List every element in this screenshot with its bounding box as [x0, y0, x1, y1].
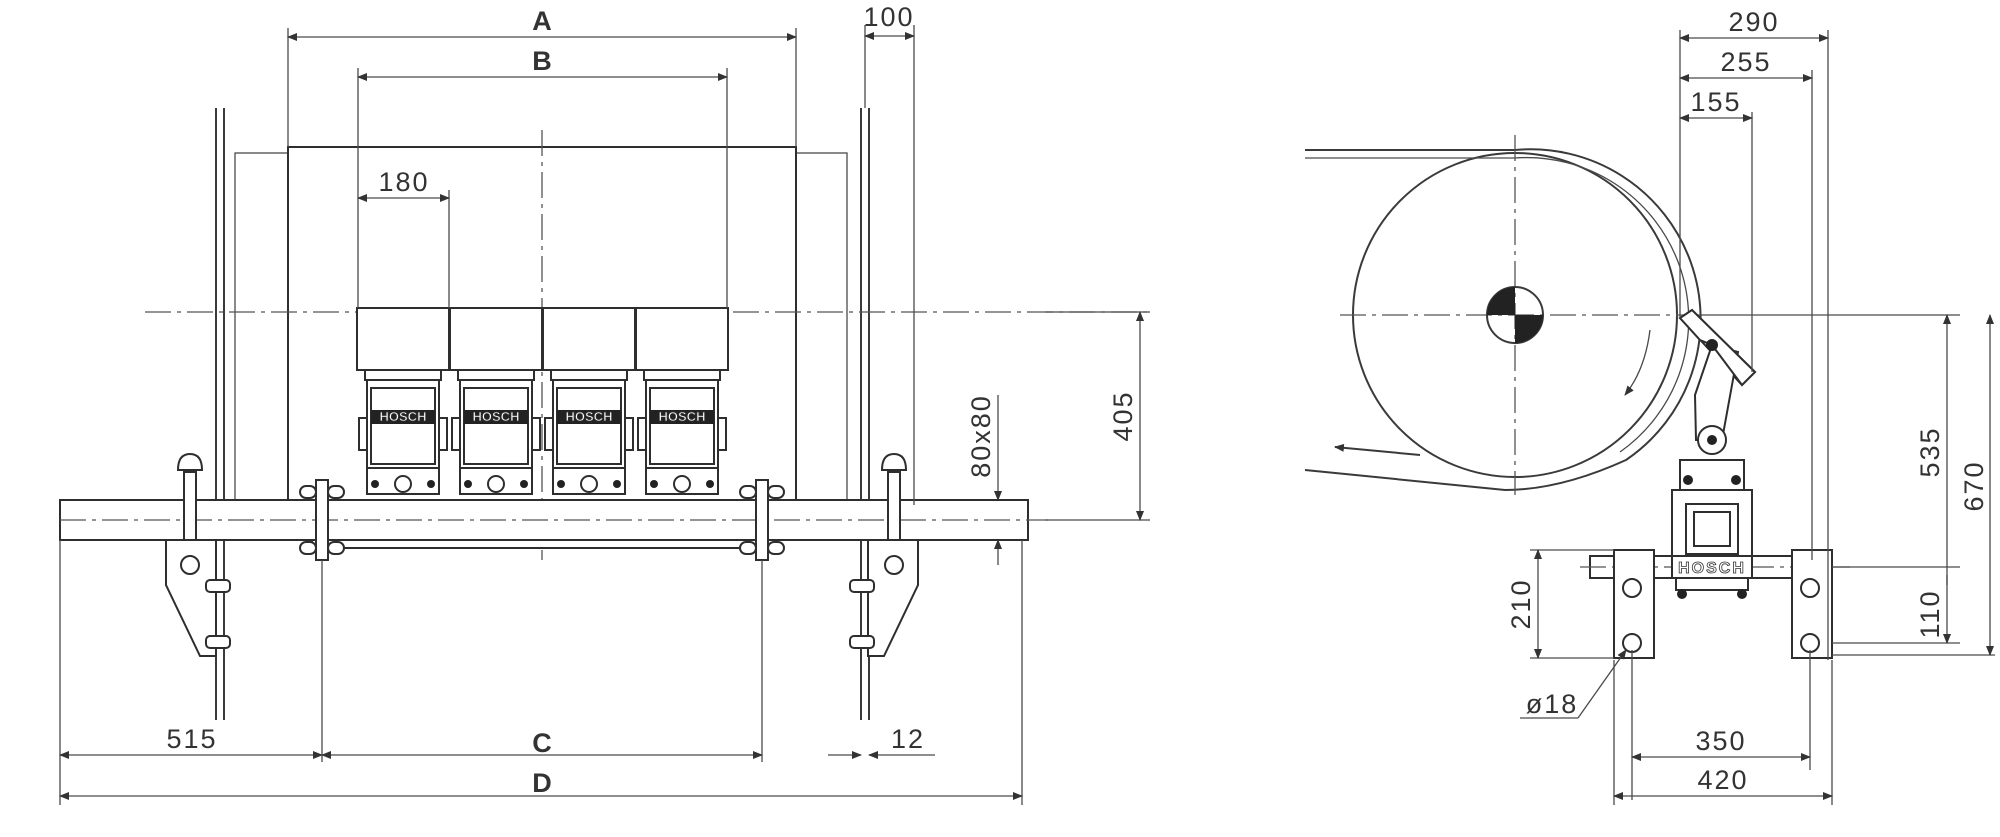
dim-label-535: 535	[1915, 426, 1945, 477]
left-clamp	[299, 479, 345, 561]
dim-label-C: C	[532, 728, 552, 758]
dim-label-350: 350	[1695, 726, 1746, 756]
scraper-modules: HOSCH HOSCH	[356, 307, 729, 495]
side-left-bracket	[1613, 549, 1655, 659]
dim-label-515: 515	[166, 724, 217, 754]
dim-label-100: 100	[863, 2, 914, 32]
scraper-module-4: HOSCH	[635, 307, 729, 495]
side-right-bracket	[1791, 549, 1833, 659]
scraper-module-1: HOSCH	[356, 307, 450, 495]
right-clamp	[739, 479, 785, 561]
dim-label-B: B	[532, 46, 552, 76]
dim-label-420: 420	[1697, 765, 1748, 795]
dim-label-405: 405	[1108, 390, 1138, 441]
left-mounting-bracket	[165, 452, 231, 657]
module-logo: HOSCH	[380, 409, 427, 424]
dim-label-12: 12	[891, 724, 925, 754]
left-frame-post	[215, 108, 225, 720]
dim-label-210: 210	[1506, 578, 1536, 629]
dim-label-255: 255	[1720, 47, 1771, 77]
dim-label-180: 180	[378, 167, 429, 197]
belt-direction-arrow	[1334, 443, 1421, 456]
module-logo: HOSCH	[659, 409, 706, 424]
front-view: HOSCH HOSCH	[59, 2, 1150, 805]
module-logo: HOSCH	[566, 409, 613, 424]
dim-label-hole: ø18	[1526, 689, 1579, 719]
dim-label-D: D	[532, 768, 552, 798]
dim-label-A: A	[532, 6, 552, 36]
conveyor-belt-wrap	[1304, 148, 1702, 492]
dim-label-290: 290	[1728, 7, 1779, 37]
dim-label-80x80: 80x80	[966, 394, 996, 478]
side-logo: HOSCH	[1678, 560, 1746, 577]
right-mounting-bracket	[849, 452, 919, 657]
rotation-arrow	[1624, 329, 1651, 396]
side-scraper-arm	[1671, 308, 1757, 571]
dim-label-670: 670	[1959, 460, 1989, 511]
dim-label-155: 155	[1690, 87, 1741, 117]
side-view: HOSCH 290 255 155 535	[1304, 7, 1995, 805]
dim-label-110: 110	[1915, 589, 1945, 638]
lower-clamp-beam	[311, 539, 765, 549]
scraper-module-3: HOSCH	[542, 307, 636, 495]
scraper-module-2: HOSCH	[449, 307, 543, 495]
module-logo: HOSCH	[473, 409, 520, 424]
